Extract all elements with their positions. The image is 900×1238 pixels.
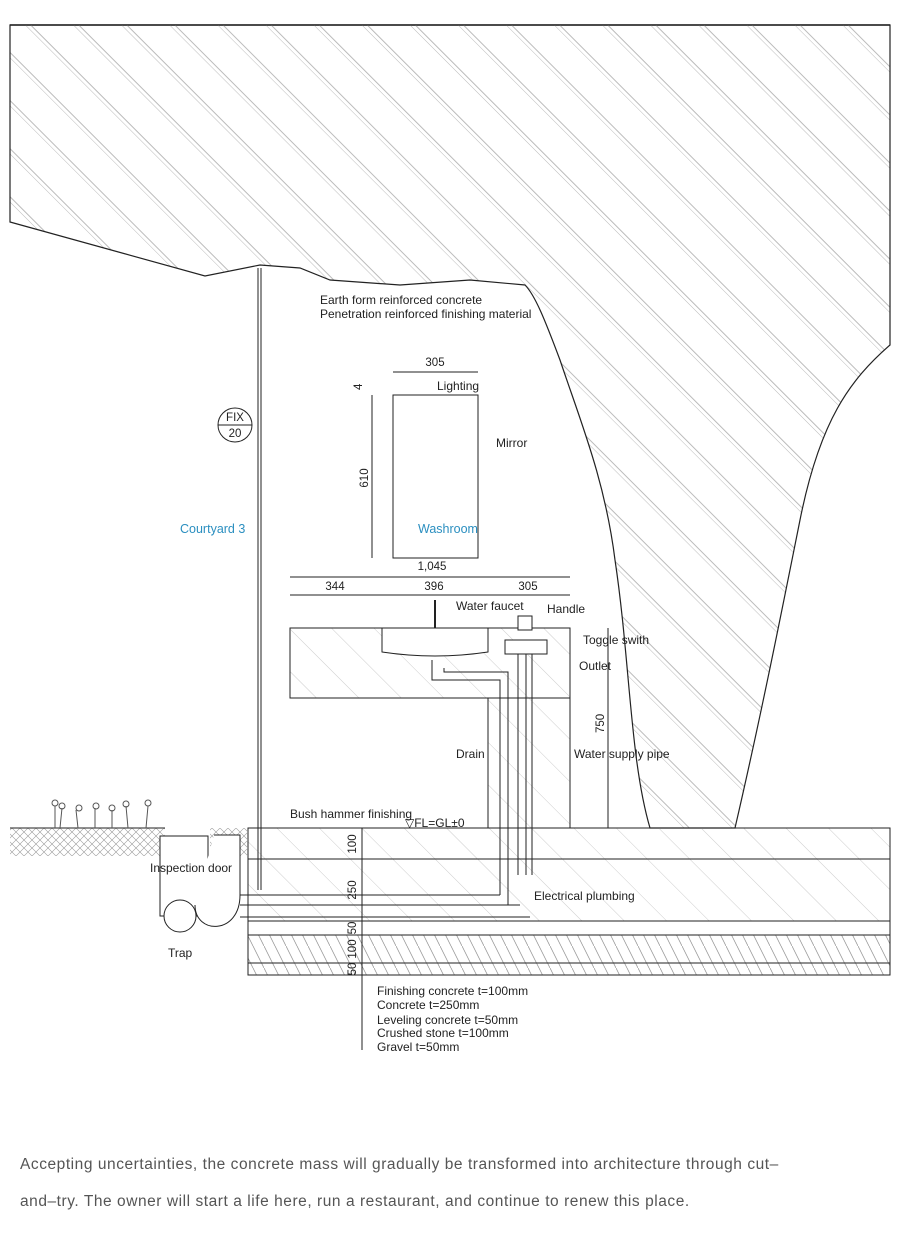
label-lighting: Lighting bbox=[437, 379, 479, 393]
dim-mirror-width: 305 bbox=[425, 357, 444, 369]
floor-slab bbox=[247, 827, 891, 976]
label-inspection-door: Inspection door bbox=[150, 861, 232, 875]
trap-assembly bbox=[159, 834, 530, 933]
layer-label: Finishing concrete t=100mm bbox=[377, 984, 528, 998]
label-penetration: Penetration reinforced finishing materia… bbox=[320, 307, 531, 321]
mirror bbox=[371, 371, 479, 559]
concrete-mass bbox=[9, 24, 891, 829]
label-bush-hammer: Bush hammer finishing bbox=[290, 807, 412, 821]
dim-mirror-height: 610 bbox=[359, 468, 371, 487]
label-washroom: Washroom bbox=[418, 522, 478, 536]
label-handle: Handle bbox=[547, 602, 585, 616]
label-courtyard: Courtyard 3 bbox=[180, 522, 245, 536]
dim-layer-3: 50 bbox=[347, 922, 359, 935]
dim-layer-2: 250 bbox=[347, 880, 359, 899]
dim-counter-right: 305 bbox=[518, 581, 537, 593]
label-outlet: Outlet bbox=[579, 659, 612, 673]
label-mirror: Mirror bbox=[496, 436, 527, 450]
annotations: Earth form reinforced concrete Penetrati… bbox=[150, 293, 670, 1054]
label-earth-form: Earth form reinforced concrete bbox=[320, 293, 482, 307]
fix-number: 20 bbox=[229, 428, 242, 440]
layer-label: Gravel t=50mm bbox=[377, 1040, 459, 1054]
dim-layer-1: 100 bbox=[347, 834, 359, 853]
label-water-faucet: Water faucet bbox=[456, 599, 524, 613]
caption-line-2: and–try. The owner will start a life her… bbox=[20, 1193, 690, 1210]
label-water-supply-pipe: Water supply pipe bbox=[574, 747, 670, 761]
counter bbox=[289, 576, 609, 905]
dim-counter-mid: 396 bbox=[424, 581, 443, 593]
dim-counter-total: 1,045 bbox=[418, 561, 447, 573]
label-drain: Drain bbox=[456, 747, 485, 761]
layer-label: Concrete t=250mm bbox=[377, 998, 479, 1012]
label-trap: Trap bbox=[168, 946, 193, 960]
dim-lighting: 4 bbox=[353, 383, 365, 390]
layer-label: Leveling concrete t=50mm bbox=[377, 1013, 518, 1027]
caption-line-1: Accepting uncertainties, the concrete ma… bbox=[20, 1156, 779, 1173]
plants-icon bbox=[51, 799, 152, 829]
ground bbox=[10, 799, 248, 856]
label-floor-level: ▽FL=GL±0 bbox=[405, 816, 465, 830]
section-drawing: FIX 20 Earth form reinforced concrete bbox=[9, 24, 891, 1054]
label-electrical-plumbing: Electrical plumbing bbox=[534, 889, 635, 903]
label-toggle-switch: Toggle swith bbox=[583, 633, 649, 647]
dim-counter-height: 750 bbox=[595, 714, 607, 733]
dim-counter-left: 344 bbox=[325, 581, 345, 593]
layer-label: Crushed stone t=100mm bbox=[377, 1026, 509, 1040]
dim-layer-4: 100 bbox=[347, 939, 359, 958]
dim-layer-5: 50 bbox=[347, 963, 359, 976]
fix-callout: FIX 20 bbox=[217, 407, 253, 443]
fix-label: FIX bbox=[226, 412, 244, 424]
